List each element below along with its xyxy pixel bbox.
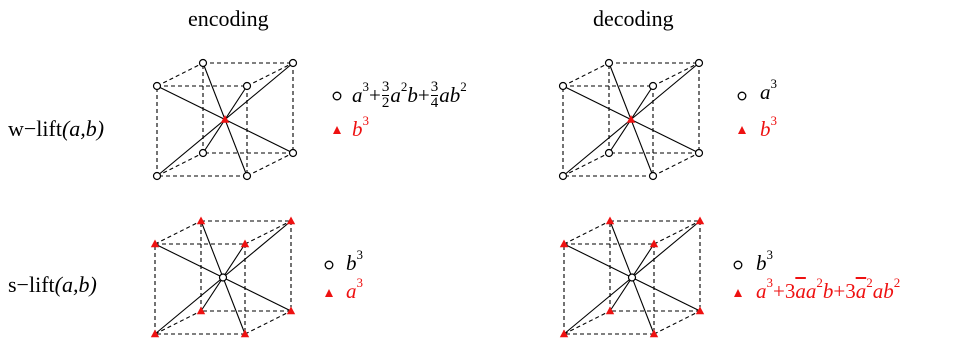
cube-edge bbox=[154, 310, 202, 335]
s-lift-prefix: s−lift bbox=[8, 272, 55, 297]
open-circle-vertex bbox=[627, 273, 637, 282]
cube-edge bbox=[653, 310, 701, 335]
red-triangle-vertex bbox=[196, 216, 206, 225]
red-triangle-vertex bbox=[605, 216, 615, 225]
open-circle-vertex bbox=[198, 148, 208, 158]
triangle-legend-icon bbox=[734, 289, 742, 297]
open-circle-vertex bbox=[218, 273, 228, 282]
red-triangle-vertex bbox=[150, 329, 160, 338]
s-lift-args: (a,b) bbox=[54, 272, 97, 297]
cube-edge bbox=[246, 62, 294, 87]
red-triangle-vertex bbox=[649, 329, 659, 338]
cube-edge bbox=[244, 220, 292, 245]
red-triangle-vertex bbox=[196, 306, 206, 315]
cube-edge bbox=[562, 62, 610, 87]
circle-legend-icon bbox=[737, 91, 747, 101]
cube-edge bbox=[246, 152, 294, 177]
open-circle-vertex bbox=[604, 58, 614, 68]
open-circle-vertex bbox=[152, 81, 162, 91]
red-triangle-vertex bbox=[605, 306, 615, 315]
circle-legend-icon bbox=[324, 260, 334, 270]
encoding-heading: encoding bbox=[188, 6, 269, 31]
cube-edge bbox=[653, 220, 701, 245]
red-triangle-vertex bbox=[220, 115, 230, 123]
open-circle-vertex bbox=[558, 171, 568, 181]
open-circle-vertex bbox=[288, 58, 298, 68]
red-triangle-vertex bbox=[286, 306, 296, 315]
open-circle-vertex bbox=[648, 171, 658, 181]
circle-legend-icon bbox=[733, 260, 743, 270]
open-circle-vertex bbox=[198, 58, 208, 68]
cube-edge bbox=[562, 152, 610, 177]
open-circle-vertex bbox=[288, 148, 298, 158]
red-triangle-vertex bbox=[150, 239, 160, 248]
cube-edge bbox=[156, 152, 204, 177]
triangle-legend-icon bbox=[325, 289, 333, 297]
red-triangle-vertex bbox=[559, 329, 569, 338]
open-circle-vertex bbox=[242, 81, 252, 91]
open-circle-vertex bbox=[604, 148, 614, 158]
w-lift-prefix: w−lift bbox=[8, 116, 62, 141]
cube-edge bbox=[154, 220, 202, 245]
w-lift-args: (a,b) bbox=[61, 116, 105, 141]
red-triangle-vertex bbox=[626, 115, 636, 123]
red-triangle-vertex bbox=[695, 216, 705, 225]
cube-edge bbox=[156, 62, 204, 87]
red-triangle-vertex bbox=[240, 239, 250, 248]
red-triangle-vertex bbox=[695, 306, 705, 315]
cube-edge bbox=[652, 152, 700, 177]
cube-edge bbox=[563, 310, 611, 335]
s-lift-label: s−lift(a,b) bbox=[8, 272, 97, 298]
open-circle-vertex bbox=[694, 58, 704, 68]
triangle-legend-icon bbox=[333, 126, 341, 134]
red-triangle-vertex bbox=[649, 239, 659, 248]
cube-edge bbox=[563, 220, 611, 245]
cube-edge bbox=[652, 62, 700, 87]
open-circle-vertex bbox=[694, 148, 704, 158]
circle-legend-icon bbox=[332, 91, 342, 101]
decoding-heading: decoding bbox=[593, 6, 674, 31]
red-triangle-vertex bbox=[286, 216, 296, 225]
open-circle-vertex bbox=[558, 81, 568, 91]
open-circle-vertex bbox=[648, 81, 658, 91]
w-lift-label: w−lift(a,b) bbox=[8, 116, 104, 142]
red-triangle-vertex bbox=[240, 329, 250, 338]
triangle-legend-icon bbox=[738, 126, 746, 134]
cube-edge bbox=[244, 310, 292, 335]
open-circle-vertex bbox=[152, 171, 162, 181]
red-triangle-vertex bbox=[559, 239, 569, 248]
open-circle-vertex bbox=[242, 171, 252, 181]
